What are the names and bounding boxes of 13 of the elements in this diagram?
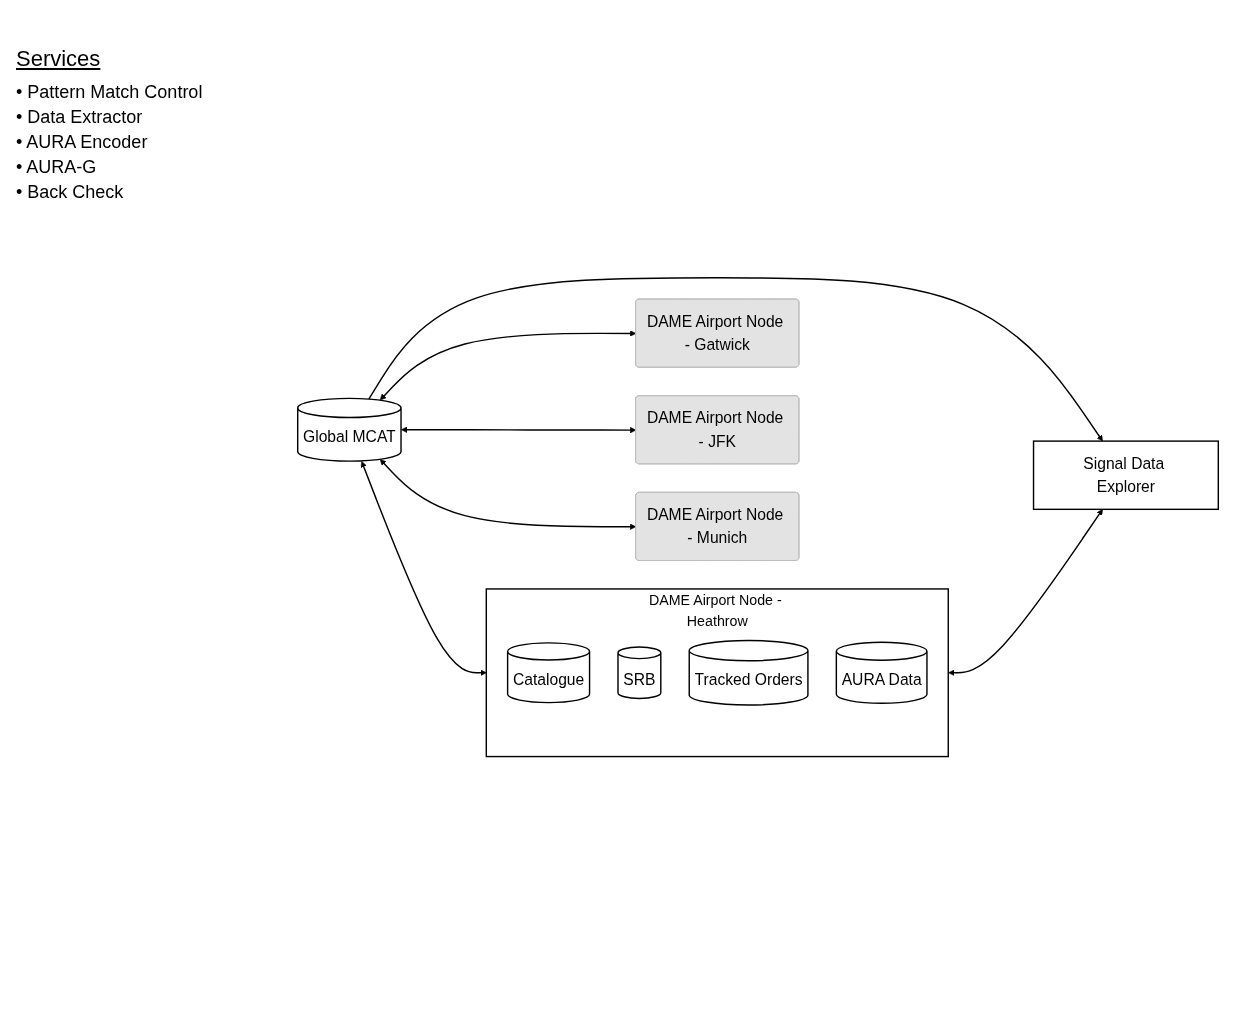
arrow [948, 509, 1103, 677]
node-box: Signal Data Explorer [1032, 440, 1219, 511]
arrow [360, 461, 487, 677]
list-item: • AURA Encoder [16, 132, 149, 153]
arrow [379, 459, 637, 531]
list-item: • Pattern Match Control [16, 82, 204, 103]
arrow [379, 330, 637, 401]
section-heading: Services [16, 46, 102, 72]
list-item: • AURA-G [16, 157, 98, 178]
list-item: • Data Extractor [16, 107, 144, 128]
arrow [368, 277, 1103, 442]
arrow [401, 427, 637, 434]
list-item: • Back Check [16, 182, 125, 203]
